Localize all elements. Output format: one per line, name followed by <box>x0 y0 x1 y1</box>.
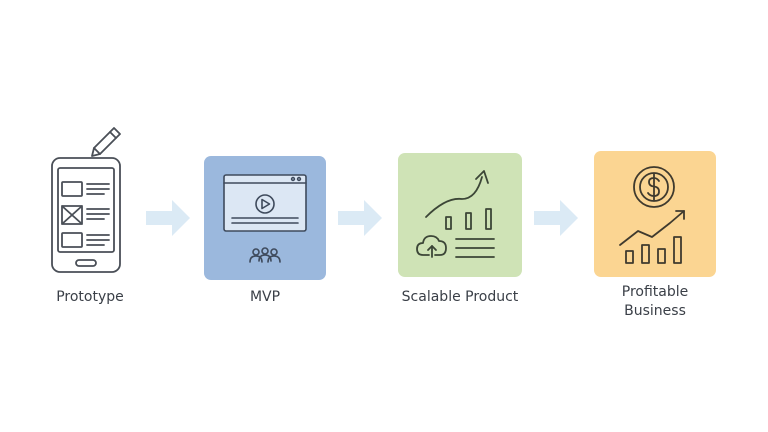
stage-label-line-2: Business <box>624 303 686 319</box>
cloud-upload-icon <box>416 235 447 258</box>
dollar-growth-chart-icon <box>619 166 685 264</box>
arrow-right-icon <box>534 200 578 236</box>
stage-label-line-1: Profitable <box>621 284 689 300</box>
video-player-with-users-icon <box>223 174 307 263</box>
dollar-coin-icon <box>633 166 675 208</box>
arrow-right-icon <box>338 200 382 236</box>
growth-chart-cloud-icon <box>416 170 495 258</box>
users-icon <box>249 247 281 263</box>
stage-label-mvp: MVP <box>249 289 281 305</box>
smartphone-wireframe-icon <box>51 127 121 273</box>
arrow-right-icon <box>146 200 190 236</box>
stage-label-profitable-business: Profitable Business <box>595 283 715 321</box>
stage-label-prototype: Prototype <box>56 289 124 305</box>
profitable-business-card <box>594 151 716 277</box>
stage-label-scalable-product: Scalable Product <box>401 289 519 305</box>
pencil-icon <box>91 127 121 157</box>
